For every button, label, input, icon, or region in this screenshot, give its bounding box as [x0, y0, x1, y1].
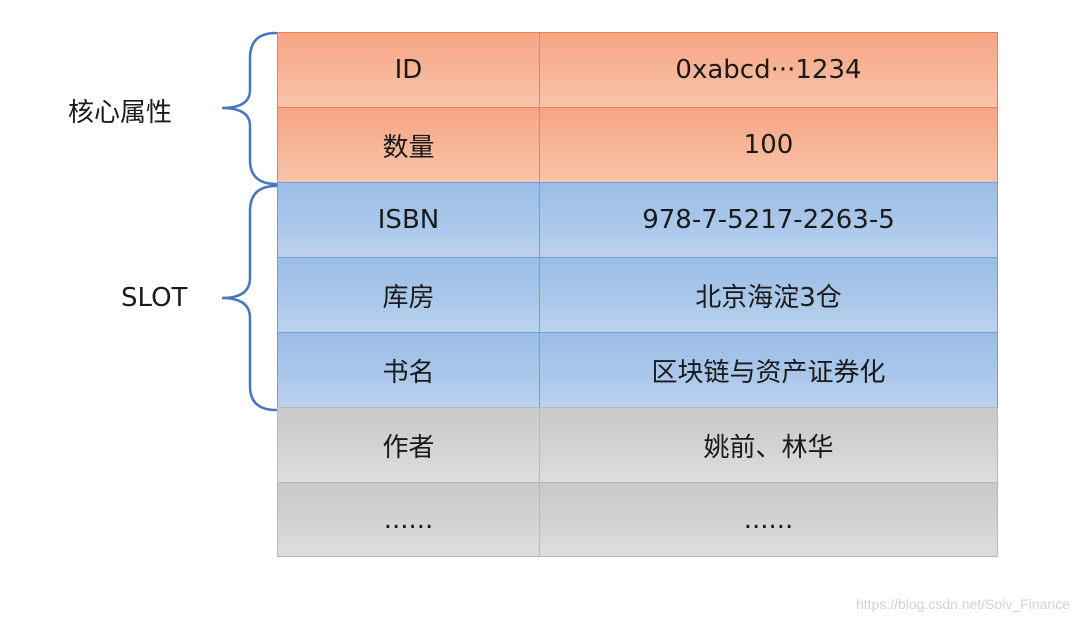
table-row: 库房 北京海淀3仓: [277, 257, 998, 332]
row-value: 0xabcd···1234: [539, 32, 998, 107]
table-row: 作者 姚前、林华: [277, 407, 998, 482]
row-key: ID: [277, 32, 539, 107]
watermark: https://blog.csdn.net/Solv_Finance: [855, 596, 1070, 612]
row-key: 书名: [277, 332, 539, 407]
row-value: 北京海淀3仓: [539, 257, 998, 332]
row-key: 库房: [277, 257, 539, 332]
row-key: ......: [277, 482, 539, 557]
table-row: ID 0xabcd···1234: [277, 32, 998, 107]
core-attributes-label: 核心属性: [68, 98, 173, 128]
row-value: 姚前、林华: [539, 407, 998, 482]
row-value: 100: [539, 107, 998, 182]
row-value: 978-7-5217-2263-5: [539, 182, 998, 257]
row-value: 区块链与资产证券化: [539, 332, 998, 407]
table-row: 书名 区块链与资产证券化: [277, 332, 998, 407]
attribute-table: ID 0xabcd···1234 数量 100 ISBN 978-7-5217-…: [277, 32, 998, 557]
table-row: ISBN 978-7-5217-2263-5: [277, 182, 998, 257]
slot-label: SLOT: [121, 283, 188, 313]
row-key: 数量: [277, 107, 539, 182]
slot-brace: [221, 184, 278, 412]
table-row: ...... ......: [277, 482, 998, 557]
row-key: 作者: [277, 407, 539, 482]
core-brace: [221, 31, 278, 186]
row-key: ISBN: [277, 182, 539, 257]
row-value: ......: [539, 482, 998, 557]
table-row: 数量 100: [277, 107, 998, 182]
group-braces: [221, 31, 278, 412]
